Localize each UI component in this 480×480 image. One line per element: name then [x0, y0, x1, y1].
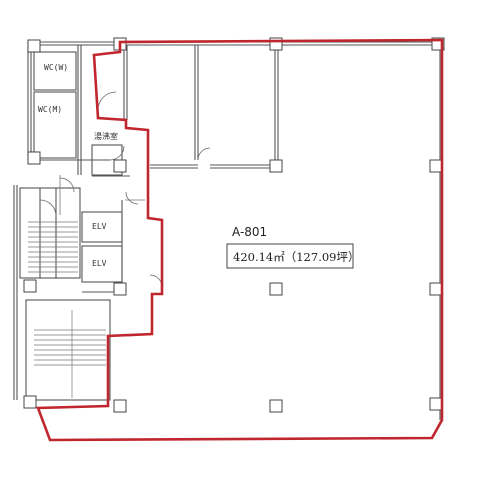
wc-men-label: WC(M) — [38, 105, 62, 114]
area-label: 420.14㎡（127.09坪） — [233, 250, 359, 264]
kitchenette-label: 湯沸室 — [94, 131, 118, 141]
tenant-boundary — [36, 38, 444, 442]
unit-id-label: A-801 — [232, 225, 267, 239]
area-box — [226, 243, 354, 269]
stair-upper — [28, 221, 78, 273]
elevator-1-label: ELV — [92, 222, 107, 231]
building-walls — [13, 41, 442, 420]
stair-lower — [34, 310, 106, 398]
elevator-2-label: ELV — [92, 259, 107, 268]
wc-women-label: WC(W) — [44, 63, 68, 72]
